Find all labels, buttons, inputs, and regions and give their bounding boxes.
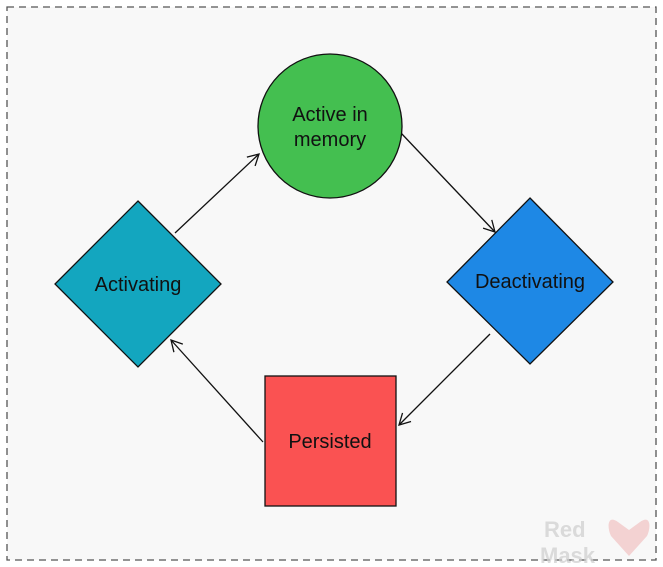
node-active-shape: [257, 53, 403, 199]
node-activating: Activating: [54, 200, 222, 368]
edge-active-to-deactivating: [400, 132, 496, 233]
edge-deactivating-to-persisted: [398, 333, 491, 426]
watermark-logo-icon: [608, 519, 650, 556]
node-active-label-line1: Active in: [292, 104, 368, 126]
watermark: Red Mask: [540, 517, 650, 567]
node-activating-shape: [54, 200, 222, 368]
node-persisted-label: Persisted: [288, 431, 371, 453]
node-deactivating-label: Deactivating: [475, 271, 585, 293]
watermark-text-line2: Mask: [540, 543, 596, 567]
node-active-in-memory: Active in memory: [257, 53, 403, 199]
watermark-text-line1: Red: [544, 517, 586, 542]
node-deactivating-shape: [446, 197, 614, 365]
edge-activating-to-active: [174, 153, 260, 234]
edge-persisted-to-activating: [170, 338, 264, 443]
node-activating-label: Activating: [95, 274, 182, 296]
node-persisted-shape: [264, 375, 397, 507]
node-deactivating: Deactivating: [446, 197, 614, 365]
node-active-label-line2: memory: [294, 129, 366, 151]
node-persisted: Persisted: [264, 375, 397, 507]
